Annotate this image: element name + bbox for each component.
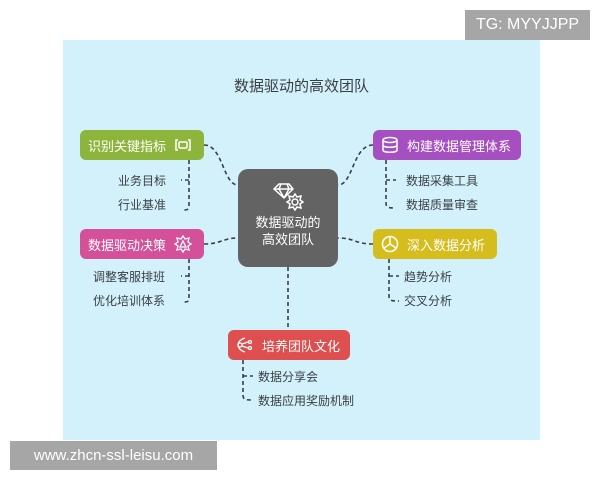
- leaf-adjust-scheduling: 调整客服排班: [93, 270, 166, 284]
- gear-warning-icon: [174, 235, 193, 253]
- diagram-panel: 数据驱动的高效团队: [63, 40, 540, 440]
- diamond-gear-icon: [272, 183, 305, 211]
- branch-label: 培养团队文化: [262, 339, 341, 355]
- connector-lines: [181, 144, 400, 401]
- watermark-bottom: www.zhcn-ssl-leisu.com: [10, 441, 217, 470]
- branch-label: 数据驱动决策: [88, 238, 167, 254]
- pie-chart-icon: [381, 235, 399, 253]
- center-node-label-line1: 数据驱动的: [255, 216, 321, 231]
- branch-label: 识别关键指标: [88, 139, 167, 155]
- leaf-data-quality-review: 数据质量审查: [406, 198, 479, 212]
- center-node[interactable]: 数据驱动的 高效团队: [238, 169, 338, 267]
- team-share-icon: [237, 337, 253, 353]
- branch-label: 构建数据管理体系: [407, 139, 512, 155]
- watermark-top: TG: MYYJJPP: [465, 10, 590, 40]
- branch-data-driven-decisions[interactable]: 数据驱动决策: [80, 229, 204, 259]
- database-icon: [382, 136, 398, 153]
- branch-deep-data-analysis[interactable]: 深入数据分析: [373, 229, 497, 259]
- leaf-data-application-rewards: 数据应用奖励机制: [258, 394, 355, 408]
- leaf-data-sharing-session: 数据分享会: [258, 370, 319, 384]
- branch-build-data-management[interactable]: 构建数据管理体系: [373, 130, 521, 160]
- leaf-cross-analysis: 交叉分析: [404, 294, 453, 308]
- leaf-industry-benchmark: 行业基准: [118, 198, 167, 212]
- leaf-data-collection-tools: 数据采集工具: [406, 174, 479, 188]
- branch-identify-key-metrics[interactable]: 识别关键指标: [80, 130, 204, 160]
- branch-team-culture[interactable]: 培养团队文化: [228, 330, 350, 360]
- branch-label: 深入数据分析: [407, 238, 486, 254]
- center-node-label-line2: 高效团队: [261, 233, 314, 248]
- leaf-trend-analysis: 趋势分析: [404, 270, 453, 284]
- bracket-frame-icon: [175, 139, 191, 151]
- diagram-title: 数据驱动的高效团队: [233, 77, 369, 95]
- leaf-optimize-training: 优化培训体系: [93, 294, 166, 308]
- leaf-business-goals: 业务目标: [118, 174, 167, 188]
